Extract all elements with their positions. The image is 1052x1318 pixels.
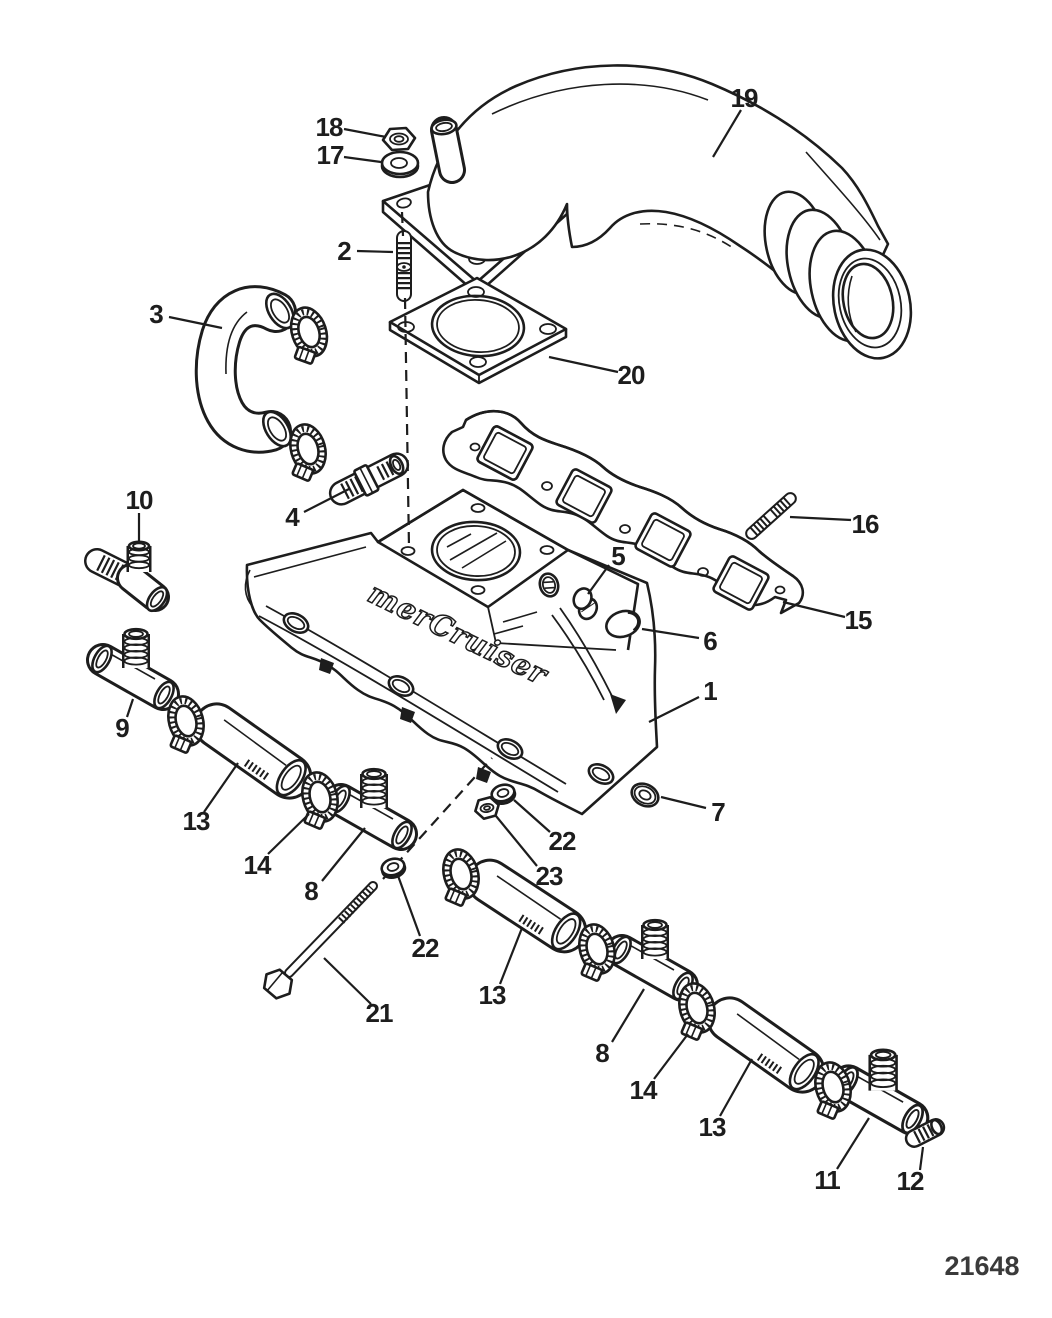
callout-leader-22 <box>395 872 422 937</box>
part-2-stud <box>396 230 412 302</box>
callout-leader-17 <box>343 155 382 164</box>
callout-leader-20 <box>548 355 619 374</box>
callout-3: 3 <box>149 299 163 329</box>
callout-leader-14 <box>653 1033 689 1080</box>
callout-leader-11 <box>836 1117 870 1170</box>
threaded-port <box>538 572 560 598</box>
callout-21: 21 <box>366 998 393 1028</box>
part-23-nut <box>474 795 500 821</box>
callout-20: 20 <box>618 360 645 390</box>
callout-leader-13 <box>498 927 524 985</box>
part-7-seal <box>630 782 660 808</box>
part-15-manifold-gasket <box>442 409 805 615</box>
drain-boss <box>400 707 415 723</box>
part-6-plug <box>605 609 641 639</box>
callout-leader-13 <box>719 1058 753 1117</box>
callout-leader-22 <box>513 799 551 833</box>
callout-leader-12 <box>918 1146 925 1171</box>
callout-leader-2 <box>356 249 394 254</box>
callout-7: 7 <box>711 797 725 827</box>
part-19-exhaust-elbow <box>381 64 913 360</box>
drain-boss <box>319 658 334 674</box>
part-22-washer <box>378 854 409 882</box>
callout-22: 22 <box>412 933 439 963</box>
callout-leader-21 <box>323 957 372 1005</box>
callout-13: 13 <box>183 806 210 836</box>
callout-leader-5 <box>587 564 610 595</box>
callout-15: 15 <box>845 605 872 635</box>
callout-22: 22 <box>549 826 576 856</box>
callout-23: 23 <box>536 861 563 891</box>
callout-leader-18 <box>343 127 387 139</box>
callout-leader-19 <box>712 109 742 158</box>
elbow-nipple <box>430 118 458 136</box>
callout-13: 13 <box>699 1112 726 1142</box>
part-5-plug <box>572 587 599 621</box>
part-18-locknut <box>381 126 417 152</box>
callout-leader-8 <box>321 827 366 882</box>
callout-12: 12 <box>897 1166 924 1196</box>
part-12-plug <box>904 1118 946 1148</box>
callout-14: 14 <box>630 1075 658 1105</box>
callout-leader-3 <box>168 315 223 330</box>
callout-leader-15 <box>782 600 846 619</box>
callout-14: 14 <box>244 850 272 880</box>
part-4-fitting <box>328 452 410 506</box>
callout-leader-8 <box>611 988 645 1043</box>
callout-9: 9 <box>115 713 129 743</box>
callout-19: 19 <box>731 83 758 113</box>
drawing-number: 21648 <box>944 1251 1019 1281</box>
part-8-tee-fitting <box>326 769 415 851</box>
part-20-elbow-gasket <box>388 276 568 385</box>
part-13-hose <box>212 719 314 801</box>
part-17-washer <box>380 150 420 179</box>
part-10-elbow-fitting <box>84 540 170 613</box>
callout-8: 8 <box>595 1038 609 1068</box>
callout-18: 18 <box>316 112 343 142</box>
callout-8: 8 <box>304 876 318 906</box>
callout-leader-9 <box>125 698 135 718</box>
callout-leader-14 <box>267 813 310 855</box>
elbow-outlet <box>763 190 913 360</box>
part-3-hose <box>194 285 297 454</box>
callout-leader-16 <box>789 515 852 522</box>
callout-5: 5 <box>611 541 625 571</box>
callout-leader-1 <box>648 696 700 723</box>
callout-4: 4 <box>285 502 300 532</box>
callout-17: 17 <box>317 140 344 170</box>
callout-leader-23 <box>495 815 538 867</box>
callout-leader-7 <box>660 795 707 810</box>
callout-16: 16 <box>852 509 879 539</box>
callout-11: 11 <box>814 1165 840 1195</box>
callout-leader-13 <box>203 762 239 813</box>
part-16-stud <box>745 492 797 540</box>
callout-6: 6 <box>703 626 717 656</box>
part-21-bolt <box>262 881 378 1000</box>
callout-13: 13 <box>479 980 506 1010</box>
callout-1: 1 <box>703 676 717 706</box>
callout-10: 10 <box>126 485 153 515</box>
part-13-hose <box>725 1013 827 1095</box>
callout-leader-6 <box>641 627 700 640</box>
part-1-exhaust-manifold: merCruiser <box>244 488 659 816</box>
callout-2: 2 <box>337 236 351 266</box>
callout-leader-4 <box>303 488 350 513</box>
